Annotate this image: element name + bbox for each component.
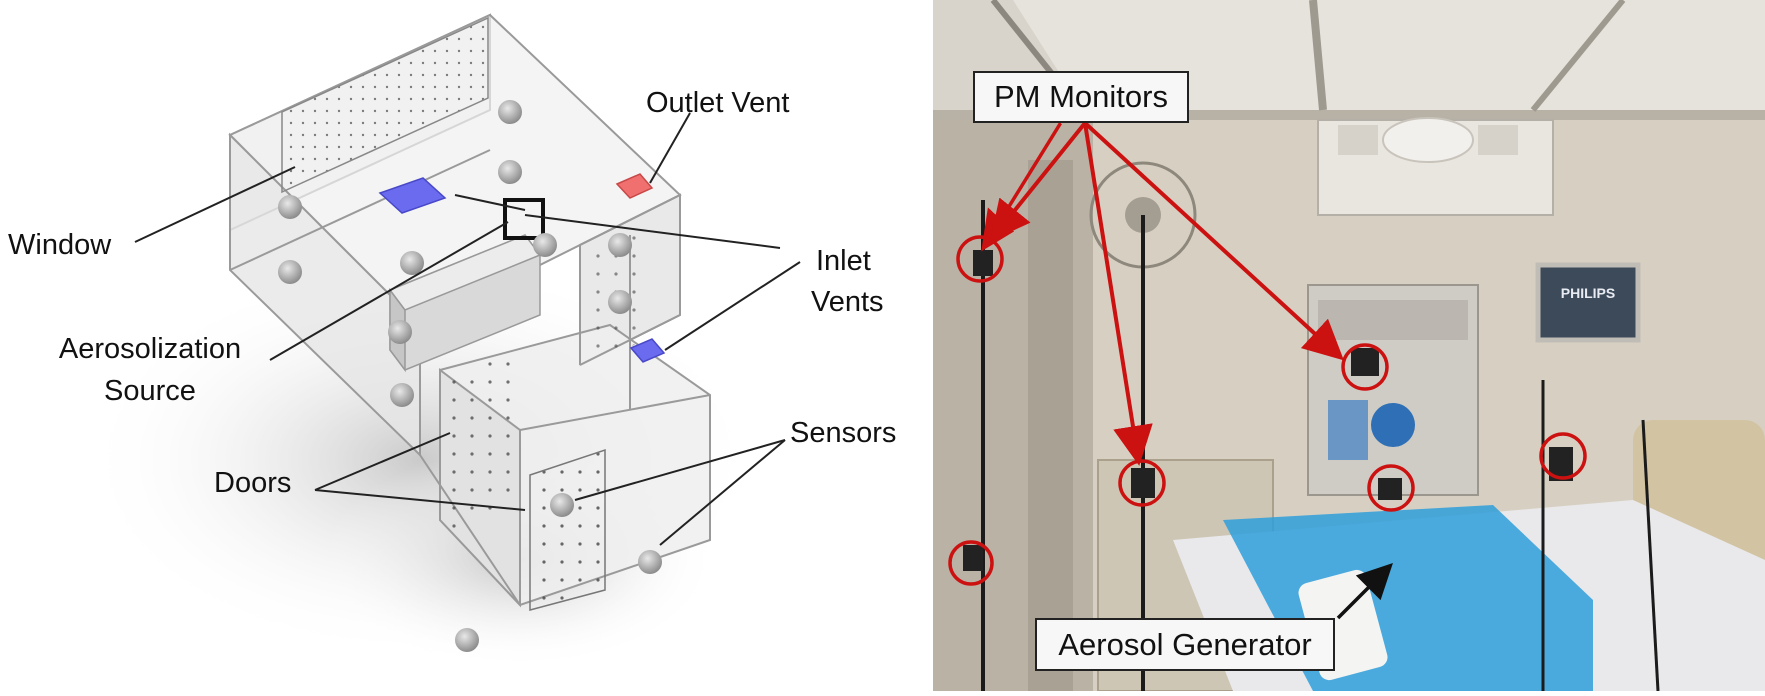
aerosol-generator-label: Aerosol Generator bbox=[1035, 618, 1335, 671]
hospital-room-photo-panel: PHILIPS bbox=[933, 0, 1765, 691]
label-aerosolization-source-2: Source bbox=[104, 375, 196, 407]
room-schematic bbox=[80, 13, 801, 670]
window-leader bbox=[134, 166, 296, 243]
aerosol-generator-arrow bbox=[1336, 563, 1393, 620]
doors-leader-b bbox=[314, 489, 526, 511]
label-inlet-vents-1: Inlet bbox=[816, 245, 871, 277]
inlet-leader-top bbox=[524, 214, 781, 249]
inlet-leader-lower bbox=[664, 261, 801, 351]
label-doors: Doors bbox=[214, 467, 292, 499]
outlet-vent bbox=[615, 173, 654, 199]
sensors-leader-a bbox=[574, 439, 786, 501]
label-outlet-vent: Outlet Vent bbox=[646, 87, 790, 119]
door-front bbox=[530, 450, 605, 610]
monitor-brand: PHILIPS bbox=[1561, 285, 1615, 301]
source-highlight-box bbox=[503, 198, 545, 240]
label-window: Window bbox=[8, 229, 112, 261]
sensors-leader-b bbox=[659, 439, 786, 546]
pm-monitor-arrows bbox=[981, 121, 1344, 466]
window bbox=[282, 18, 488, 192]
doors-leader-a bbox=[314, 432, 451, 491]
source-leader bbox=[269, 221, 509, 361]
door-left bbox=[440, 345, 520, 535]
sensor-spheres bbox=[278, 100, 662, 652]
label-aerosolization-source-1: Aerosolization bbox=[58, 333, 242, 365]
highlight-circles bbox=[948, 235, 1587, 586]
room-schematic-panel: Window Aerosolization Source Doors Outle… bbox=[8, 13, 897, 670]
pm-monitor-devices bbox=[963, 250, 1573, 571]
inlet-vent-top bbox=[378, 177, 447, 214]
label-inlet-vents-2: Vents bbox=[811, 286, 884, 318]
label-sensors: Sensors bbox=[790, 417, 897, 449]
pm-monitors-label: PM Monitors bbox=[973, 71, 1189, 123]
inlet-vent-lower bbox=[629, 338, 666, 363]
patient-monitor bbox=[1535, 262, 1641, 343]
outlet-leader bbox=[649, 112, 691, 184]
